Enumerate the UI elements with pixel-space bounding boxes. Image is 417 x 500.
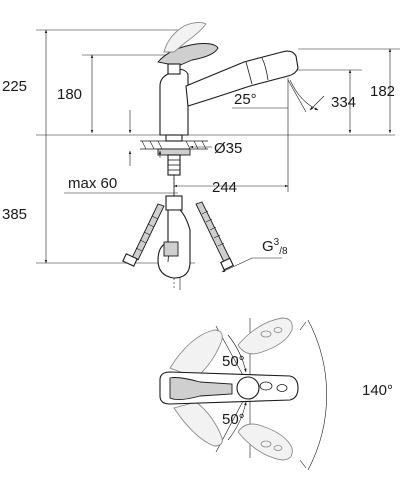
lever-position-lower: [237, 423, 293, 461]
spout-height-label: 180: [57, 86, 82, 103]
lower-angle-label: 50°: [222, 411, 245, 428]
thread-label: G3/8: [262, 237, 288, 257]
hose-length-label: 385: [2, 206, 27, 223]
lever-position-upper: [237, 317, 293, 355]
plan-view: 50° 50° 140°: [159, 317, 393, 471]
spout-swing-ghost: [169, 329, 223, 379]
right-height-label: 182: [370, 83, 395, 100]
max-thickness-label: max 60: [68, 175, 117, 192]
reach-label: 244: [212, 179, 237, 196]
thread-subscript: /8: [279, 246, 288, 257]
thread-superscript: 3: [274, 237, 280, 248]
pullout-hose: [157, 175, 191, 279]
total-angle-label: 140°: [362, 382, 393, 399]
spout-angle-label: 25°: [234, 91, 257, 108]
swing-arc-lower: [227, 401, 247, 441]
mounting-shank: [157, 134, 191, 176]
countertop: [140, 140, 208, 150]
upper-angle-label: 50°: [222, 353, 245, 370]
supply-hoses: [122, 201, 234, 271]
dimension-lines: [44, 29, 392, 273]
pullout-height-label: 334: [331, 94, 356, 111]
swing-arc-140: [307, 319, 327, 471]
overall-height-label: 225: [2, 78, 27, 95]
faucet-body: [157, 21, 299, 136]
reference-lines: [36, 29, 400, 290]
swing-arc-upper: [227, 334, 247, 373]
side-view: 225 180 25° 334 182 Ø35 max 60 244 385 G…: [2, 21, 400, 290]
hole-diameter-label: Ø35: [214, 140, 242, 157]
